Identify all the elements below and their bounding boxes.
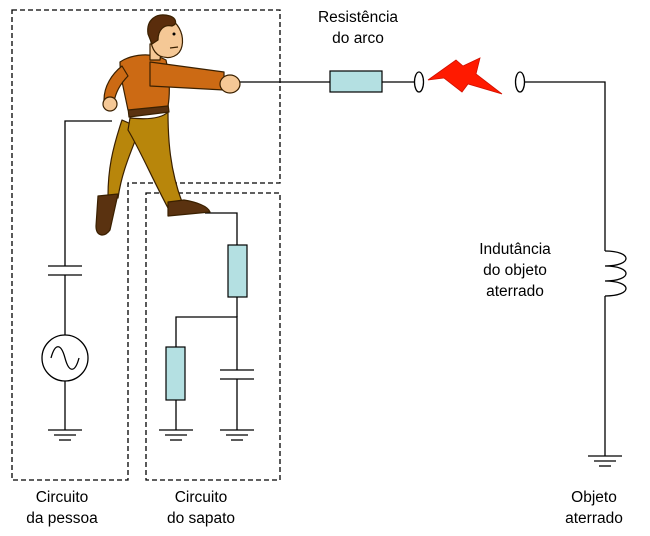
shoe-circuit-label-line1: Circuito — [174, 489, 228, 506]
object-inductance-label-line2: do objeto — [483, 262, 547, 279]
person-circuit-label: Circuito da pessoa — [2, 487, 122, 529]
shoe-resistor-top — [227, 244, 248, 298]
lightning-spark-icon — [427, 57, 503, 95]
grounded-object-label-line1: Objeto — [571, 489, 617, 506]
ground-symbol-icon — [220, 429, 254, 441]
ground-symbol-icon — [48, 429, 82, 441]
ground-symbol-icon — [159, 429, 193, 441]
shoe-circuit-wiring — [175, 212, 254, 430]
arc-electrode-left — [413, 71, 425, 93]
arc-wiring — [237, 81, 606, 456]
person-circuit-label-line2: da pessoa — [26, 510, 98, 527]
object-inductance-label: Indutância do objeto aterrado — [450, 239, 580, 302]
arc-resistance-label: Resistência do arco — [293, 7, 423, 49]
grounded-object-label: Objeto aterrado — [544, 487, 644, 529]
person-circuit-boundary — [11, 9, 281, 481]
object-inductance-label-line3: aterrado — [486, 283, 544, 300]
grounded-object-label-line2: aterrado — [565, 510, 623, 527]
person-circuit-wiring — [48, 120, 112, 430]
person-circuit-label-line1: Circuito — [35, 489, 89, 506]
arc-resistor — [329, 70, 383, 93]
person-figure-icon — [95, 14, 241, 236]
ground-symbol-icon — [588, 455, 622, 467]
ac-voltage-source-icon — [41, 334, 89, 382]
arc-resistance-label-line2: do arco — [332, 30, 384, 47]
shoe-circuit-label: Circuito do sapato — [141, 487, 261, 529]
arc-electrode-right — [514, 71, 526, 93]
object-inductance-label-line1: Indutância — [479, 241, 551, 258]
shoe-circuit-boundary — [145, 192, 281, 481]
arc-resistance-label-line1: Resistência — [317, 9, 399, 26]
shoe-circuit-label-line2: do sapato — [166, 510, 236, 527]
inductor — [604, 250, 627, 297]
shoe-resistor-left — [165, 346, 186, 401]
